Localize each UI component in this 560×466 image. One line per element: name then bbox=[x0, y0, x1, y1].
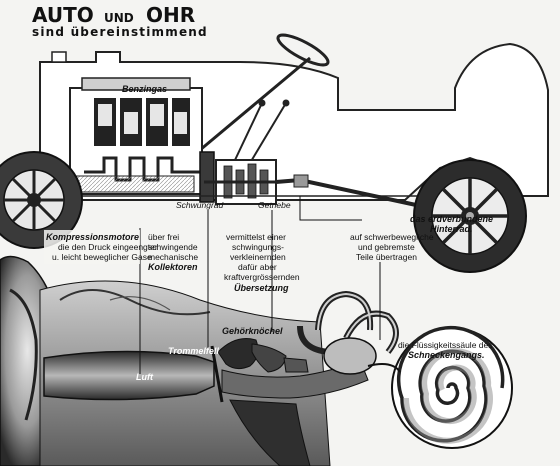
pinna-fold bbox=[9, 288, 38, 421]
middle-ear-cavity bbox=[221, 359, 369, 399]
universal-joint bbox=[293, 174, 309, 188]
labels: Benzingas Schwungrad Getriebe das erdver… bbox=[44, 84, 493, 382]
steering-column bbox=[199, 56, 311, 152]
label-schwungrad: Schwungrad bbox=[176, 200, 224, 210]
title-subtitle: sind übereinstimmend bbox=[32, 25, 208, 39]
label-kollektoren-1: über frei bbox=[148, 232, 179, 242]
lever-knob-left bbox=[258, 99, 266, 107]
title-auto: AUTO bbox=[32, 3, 94, 27]
leader-hinterrad bbox=[299, 196, 362, 221]
label-uebersetzung-5: kraftvergrössernden bbox=[224, 272, 300, 282]
piston-4 bbox=[174, 112, 187, 134]
label-kompression-1: Kompressionsmotore bbox=[46, 232, 139, 242]
label-schnecke-1: die Flüssigkeitssäule des bbox=[398, 340, 493, 350]
lever-knob-right bbox=[282, 99, 290, 107]
radiator-cap bbox=[51, 51, 67, 63]
label-teile-1: auf schwerbewegliche bbox=[350, 232, 434, 242]
ossicles bbox=[217, 338, 309, 373]
label-kollektoren-4: Kollektoren bbox=[148, 262, 198, 272]
label-teile-2: und gebremste bbox=[358, 242, 415, 252]
rear-wheel bbox=[413, 159, 527, 273]
front-wheel bbox=[0, 151, 83, 249]
cylinders bbox=[94, 98, 190, 146]
label-getriebe: Getriebe bbox=[258, 200, 291, 210]
title-und: UND bbox=[104, 11, 134, 25]
skull-contour bbox=[59, 289, 211, 316]
label-teile-3: Teile übertragen bbox=[356, 252, 417, 262]
ear-drawing bbox=[0, 255, 513, 466]
piston-2 bbox=[124, 112, 138, 134]
oil-pan bbox=[73, 175, 195, 193]
label-uebersetzung-4: dafür aber bbox=[238, 262, 277, 272]
flywheel bbox=[199, 151, 215, 203]
label-gehoerknoechel: Gehörknöchel bbox=[222, 326, 283, 336]
crankshaft bbox=[84, 156, 200, 182]
vestibule bbox=[323, 337, 377, 375]
intake-manifold bbox=[81, 77, 191, 91]
label-hinterrad-1: das erdverbundene bbox=[410, 214, 493, 224]
label-benzingas: Benzingas bbox=[122, 84, 167, 94]
label-kompression-3: u. leicht beweglicher Gase bbox=[52, 252, 152, 262]
title-ohr: OHR bbox=[146, 3, 195, 27]
label-uebersetzung-1: vermittelst einer bbox=[226, 232, 286, 242]
piston-3 bbox=[150, 104, 164, 126]
lever-left bbox=[234, 102, 263, 161]
label-hinterrad-2: Hinterrad. bbox=[430, 224, 473, 234]
label-schnecke-2: Schneckengangs. bbox=[408, 350, 485, 360]
label-kollektoren-3: mechanische bbox=[148, 252, 198, 262]
label-trommelfell: Trommelfell bbox=[168, 346, 219, 356]
label-uebersetzung-3: verkleinernden bbox=[230, 252, 286, 262]
label-luft: Luft bbox=[136, 372, 154, 382]
label-uebersetzung-6: Übersetzung bbox=[234, 283, 289, 293]
label-kollektoren-2: schwingende bbox=[148, 242, 198, 252]
ear-canal bbox=[43, 350, 215, 401]
label-uebersetzung-2: schwingungs- bbox=[232, 242, 284, 252]
label-kompression-2: die den Druck eingeengter bbox=[58, 242, 158, 252]
piston-1 bbox=[98, 104, 112, 126]
eardrum bbox=[210, 345, 224, 403]
car-drawing bbox=[0, 33, 549, 273]
eustachian-tube bbox=[229, 399, 311, 466]
title-block: AUTO UND OHR sind übereinstimmend bbox=[32, 3, 208, 39]
lever-right bbox=[249, 102, 287, 164]
steering-wheel bbox=[276, 33, 330, 67]
cochlea bbox=[391, 325, 513, 449]
